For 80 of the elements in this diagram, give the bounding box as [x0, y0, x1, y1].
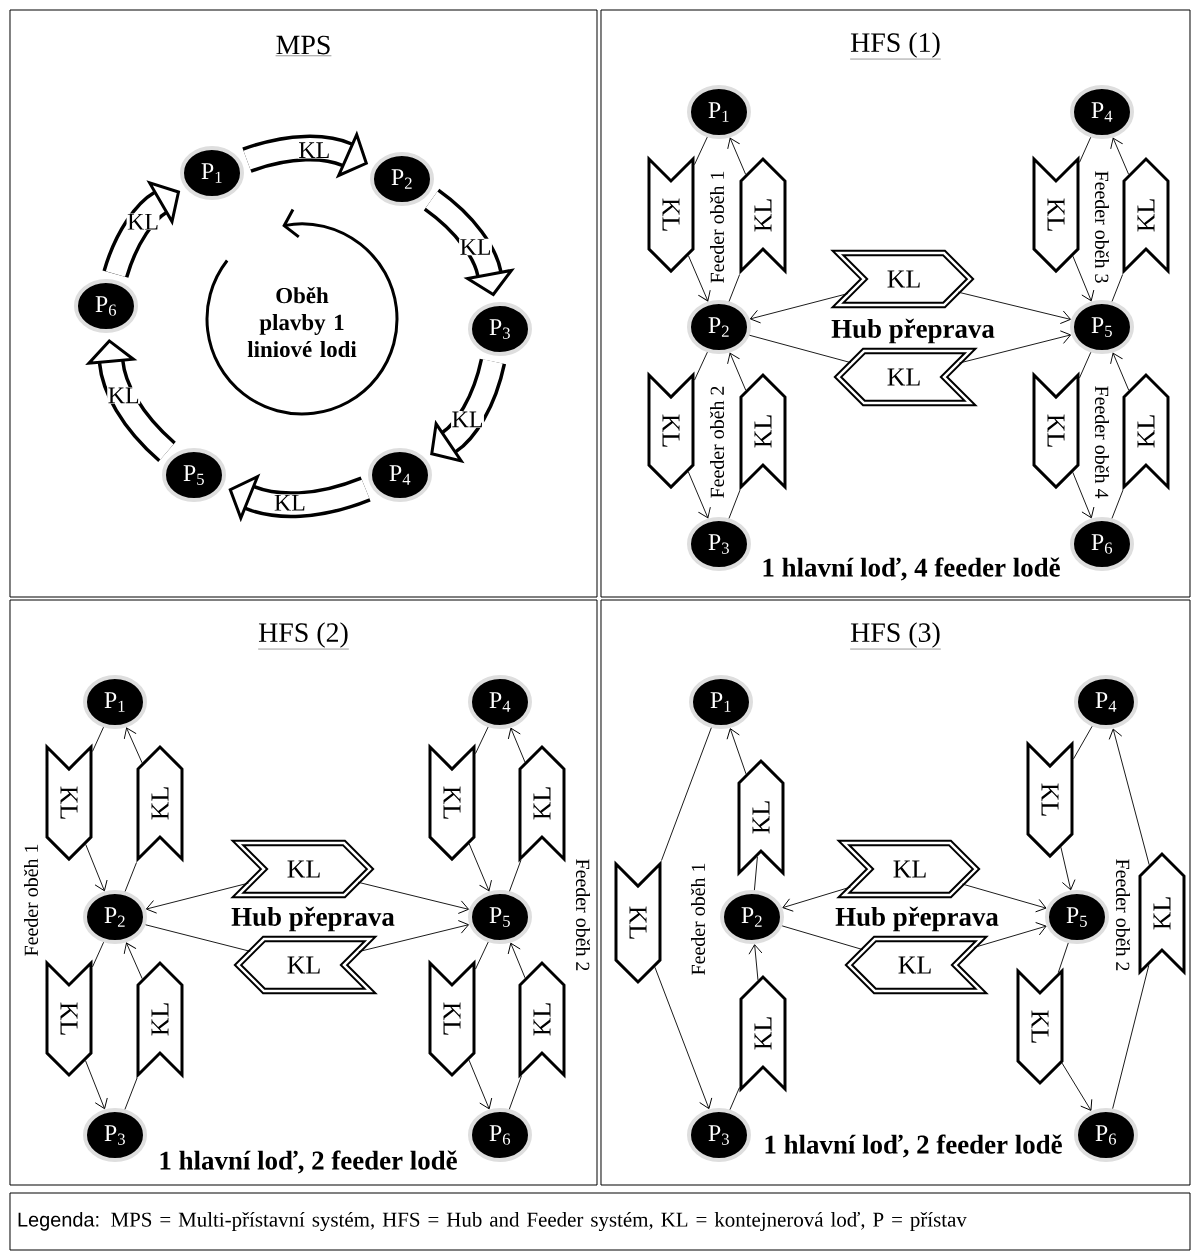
- loop-label: Feeder oběh 2: [709, 386, 724, 498]
- edge-label: KL: [107, 387, 141, 404]
- legend-box: Legenda: MPS = Multi-přístavní systém, HFS = Hub and Feeder systém, KL = kontejnerová loď, P = přístav: [9, 1192, 1191, 1251]
- connector-arrow: [468, 843, 492, 892]
- ship-box: KL: [1138, 851, 1186, 976]
- edge-label: KL: [126, 213, 160, 231]
- loop-label: Feeder oběh 1: [709, 171, 724, 283]
- connector-arrow: [749, 293, 849, 324]
- ship-box: KL: [647, 155, 695, 274]
- connector-arrow: [654, 966, 713, 1110]
- ship-box: KL: [136, 744, 184, 863]
- ship-box: KL: [1032, 371, 1080, 490]
- connector-arrow: [358, 920, 469, 953]
- ship-box: KL: [739, 974, 787, 1093]
- connector-arrow: [687, 471, 711, 519]
- ship-box: KL: [833, 347, 978, 407]
- connector-arrow: [85, 1060, 108, 1110]
- connector-arrow: [727, 352, 747, 391]
- ship-box: KL: [233, 935, 378, 995]
- ship-box: KL: [737, 758, 785, 877]
- connector-arrow: [958, 330, 1072, 364]
- connector-arrow: [357, 881, 469, 914]
- summary-label: 1 hlavní loď, 2 feeder lodě: [765, 1134, 1062, 1158]
- ship-box: KL: [647, 371, 695, 490]
- connector-arrow: [1061, 1062, 1093, 1111]
- edge-label: KL: [273, 494, 307, 512]
- connector-arrow: [1110, 137, 1130, 175]
- ship-box: KL: [428, 743, 476, 862]
- connector-arrow: [123, 942, 143, 980]
- ship-box: KL: [45, 959, 93, 1078]
- ship-box: KL: [230, 839, 375, 899]
- connector-arrow: [507, 942, 526, 979]
- ship-box: KL: [428, 959, 476, 1078]
- ship-box: KL: [518, 960, 566, 1079]
- connector-arrow: [687, 255, 711, 302]
- connector-arrow: [726, 728, 747, 775]
- block-arrow: [430, 358, 506, 464]
- loop-label: Feeder oběh 4: [1094, 386, 1109, 499]
- ship-box: KL: [739, 372, 787, 491]
- loop-label: Feeder oběh 2: [1115, 859, 1130, 971]
- loop-label: Feeder oběh 2: [576, 859, 590, 971]
- summary-label: 1 hlavní loď, 4 feeder lodě: [763, 557, 1060, 581]
- ship-box: KL: [844, 935, 989, 995]
- connector-arrow: [727, 137, 747, 175]
- cycle-label: Oběh plavby 1 liniové lodi: [247, 286, 357, 358]
- connector-arrow: [957, 291, 1071, 324]
- connector-arrow: [468, 1059, 493, 1110]
- ship-box: KL: [136, 960, 184, 1079]
- ship-box: KL: [830, 249, 975, 309]
- ship-box: KL: [1016, 967, 1064, 1086]
- connector-arrow: [1108, 728, 1150, 866]
- summary-label: 1 hlavní loď, 2 feeder lodě: [160, 1150, 457, 1174]
- loop-label: Feeder oběh 1: [24, 844, 38, 956]
- ship-box: KL: [1122, 372, 1170, 491]
- edge-label: KL: [451, 411, 484, 428]
- loop-label: Feeder oběh 3: [1094, 171, 1109, 283]
- connector-arrow: [748, 944, 763, 981]
- ship-box: KL: [614, 860, 662, 985]
- connector-arrow: [507, 727, 526, 763]
- connector-arrow: [145, 882, 249, 914]
- loop-label: Feeder oběh 1: [690, 863, 705, 975]
- ship-box: KL: [1122, 156, 1170, 275]
- connector-arrow: [1072, 471, 1095, 519]
- ship-box: KL: [1032, 155, 1080, 274]
- connector-arrow: [1110, 352, 1130, 391]
- connector-arrow: [1060, 846, 1076, 891]
- connector-arrow: [85, 843, 108, 892]
- route-label: Hub přeprava: [831, 318, 995, 344]
- ship-box: KL: [836, 839, 981, 899]
- connector-arrow: [123, 727, 143, 764]
- ship-box: KL: [1026, 740, 1074, 859]
- route-label: Hub přeprava: [231, 906, 395, 932]
- ship-box: KL: [518, 744, 566, 863]
- connector-arrow: [973, 922, 1047, 949]
- connector-arrow: [782, 886, 851, 912]
- connector-arrow: [961, 883, 1047, 913]
- ship-box: KL: [739, 156, 787, 275]
- connector-arrow: [1072, 255, 1095, 302]
- route-label: Hub přeprava: [835, 906, 999, 932]
- ship-box: KL: [45, 743, 93, 862]
